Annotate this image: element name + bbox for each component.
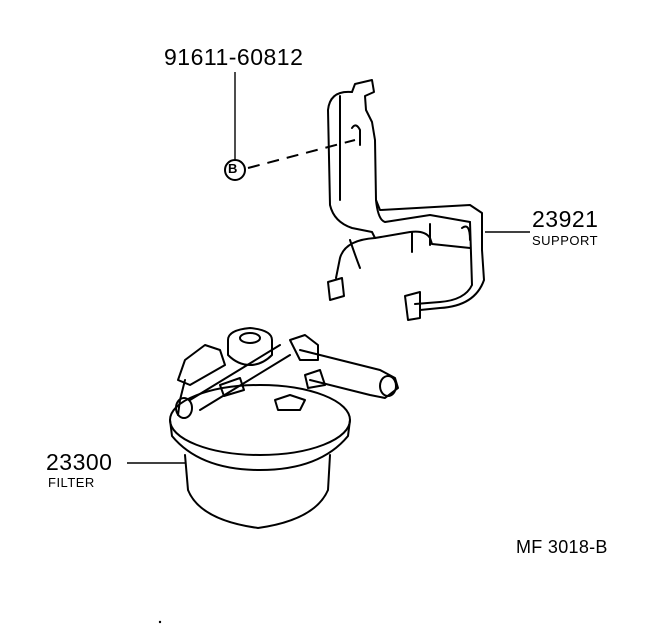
diagram-reference-code: MF 3018-B [516, 537, 608, 557]
bolt-part-number: 91611-60812 [164, 44, 304, 70]
bolt-leader [224, 72, 356, 181]
stray-dot [158, 620, 162, 624]
support-part-number: 23921 [532, 206, 599, 232]
bolt-symbol: B [228, 161, 238, 176]
support-bracket-drawing [327, 79, 530, 321]
filter-part-number: 23300 [46, 449, 113, 475]
fuel-filter-drawing [127, 327, 399, 529]
support-part-name: SUPPORT [532, 233, 599, 248]
filter-part-name: FILTER [48, 475, 95, 490]
